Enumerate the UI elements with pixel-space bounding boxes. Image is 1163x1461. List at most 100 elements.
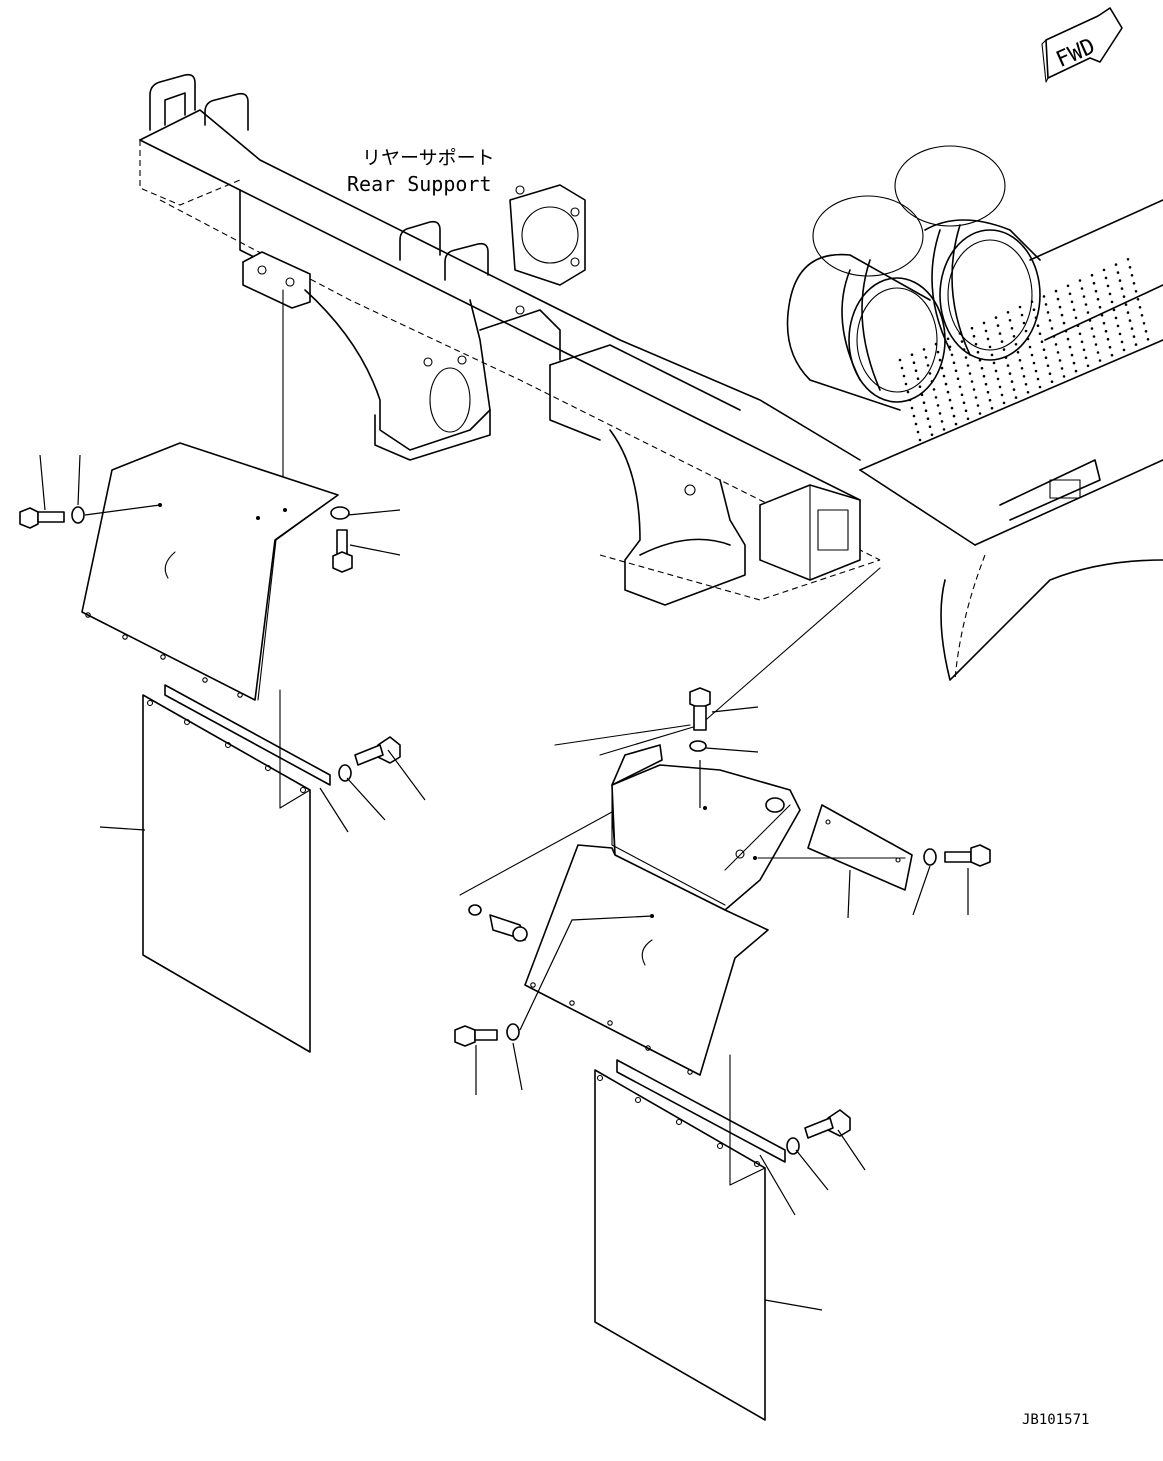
perforation-dot	[1062, 375, 1066, 378]
perforation-dot	[1146, 338, 1150, 341]
bolt-icon	[804, 1109, 851, 1139]
perforation-dot	[914, 422, 918, 426]
perforation-dot	[958, 332, 962, 335]
perforation-dot	[996, 324, 1000, 327]
perforation-dot	[1144, 330, 1148, 333]
perforation-dot	[1082, 348, 1086, 352]
perforation-dot	[1014, 396, 1018, 399]
washer-icon	[689, 740, 707, 752]
perforation-dot	[946, 337, 950, 341]
perforation-dot	[904, 382, 908, 386]
perforation-dot	[1010, 380, 1014, 383]
perforation-dot	[1108, 345, 1112, 349]
perforation-dot	[916, 430, 920, 434]
perforation-dot	[928, 425, 932, 429]
perforation-dot	[1114, 316, 1118, 320]
perforation-dot	[942, 428, 946, 431]
engine-cover	[859, 199, 1163, 681]
perforation-dot	[966, 417, 970, 421]
washer-icon	[330, 506, 350, 520]
perforation-dot	[1008, 319, 1012, 322]
perforation-dot	[1094, 343, 1098, 346]
perforation-dot	[972, 388, 976, 391]
perforation-dot	[1088, 319, 1092, 322]
perforation-dot	[948, 345, 952, 349]
perforation-dot	[902, 374, 906, 378]
perforation-dot	[1034, 369, 1038, 373]
perforation-dot	[988, 398, 992, 402]
perforation-dot	[1086, 311, 1090, 314]
perforation-dot	[922, 348, 926, 351]
perforation-dot	[1040, 340, 1044, 344]
perforation-dot	[1004, 356, 1008, 359]
side-plate	[807, 804, 913, 891]
right-mud-flap	[594, 1054, 786, 1421]
perforation-dot	[970, 326, 974, 330]
perforation-dot	[1056, 351, 1060, 354]
perforation-dot	[1002, 348, 1006, 351]
washer-icon	[506, 1023, 520, 1041]
perforation-dot	[1072, 308, 1076, 312]
washer-icon	[338, 764, 352, 782]
perforation-dot	[1120, 340, 1124, 344]
left-mud-flap	[142, 684, 331, 1053]
perforation-dot	[1026, 391, 1030, 394]
perforation-dot	[1038, 332, 1042, 336]
perforation-dot	[1092, 281, 1096, 285]
perforation-dot	[1002, 401, 1006, 405]
perforation-dot	[1028, 345, 1032, 349]
perforation-dot	[1030, 353, 1034, 357]
perforation-dot	[1060, 313, 1064, 317]
perforation-dot	[936, 350, 940, 354]
perforation-dot	[1118, 279, 1122, 282]
perforation-dot	[1108, 292, 1112, 296]
perforation-dot	[1102, 321, 1106, 325]
perforation-dot	[1112, 308, 1116, 312]
perforation-dot	[1136, 298, 1140, 301]
perforation-dot	[998, 385, 1002, 389]
perforation-dot	[1036, 324, 1040, 328]
bolt-icon	[454, 1025, 498, 1047]
perforation-dot	[910, 353, 914, 357]
perforation-dot	[1126, 311, 1130, 314]
perforation-dot	[920, 393, 924, 397]
perforation-dot	[1058, 359, 1062, 362]
perforation-dot	[1098, 305, 1102, 309]
perforation-dot	[912, 361, 916, 365]
perforation-dot	[1120, 287, 1124, 290]
washer-icon	[468, 904, 482, 916]
perforation-dot	[1048, 372, 1052, 376]
perforation-dot	[990, 353, 994, 357]
perforation-dot	[1046, 311, 1050, 314]
perforation-dot	[1054, 289, 1058, 293]
perforation-dot	[924, 356, 928, 359]
perforation-dot	[926, 417, 930, 421]
perforation-dot	[1024, 383, 1028, 386]
perforation-dot	[1078, 332, 1082, 336]
perforation-dot	[934, 396, 938, 399]
perforation-dot	[954, 369, 958, 373]
perforation-dot	[1078, 279, 1082, 282]
perforation-dot	[912, 414, 916, 418]
rear-support-label-en: Rear Support	[347, 172, 492, 196]
perforation-dot	[910, 406, 914, 410]
perforation-dot	[1134, 290, 1138, 293]
exhaust-tanks	[786, 145, 1041, 411]
washer-icon	[923, 848, 937, 866]
perforation-dot	[1026, 337, 1030, 341]
perforation-dot	[900, 366, 904, 370]
perforation-dot	[1010, 327, 1014, 330]
perforation-dot	[980, 366, 984, 370]
perforation-dot	[1066, 337, 1070, 341]
perforation-dot	[1020, 313, 1024, 317]
perforation-dot	[1080, 340, 1084, 344]
perforation-dot	[1030, 300, 1034, 304]
perforation-dot	[1132, 282, 1136, 285]
bolt-icon	[354, 736, 401, 766]
perforation-dot	[1064, 329, 1068, 333]
perforation-dot	[962, 348, 966, 351]
perforation-dot	[1086, 364, 1090, 368]
bolt-icon	[944, 844, 991, 867]
perforation-dot	[1070, 353, 1074, 357]
perforation-dot	[1052, 335, 1056, 338]
